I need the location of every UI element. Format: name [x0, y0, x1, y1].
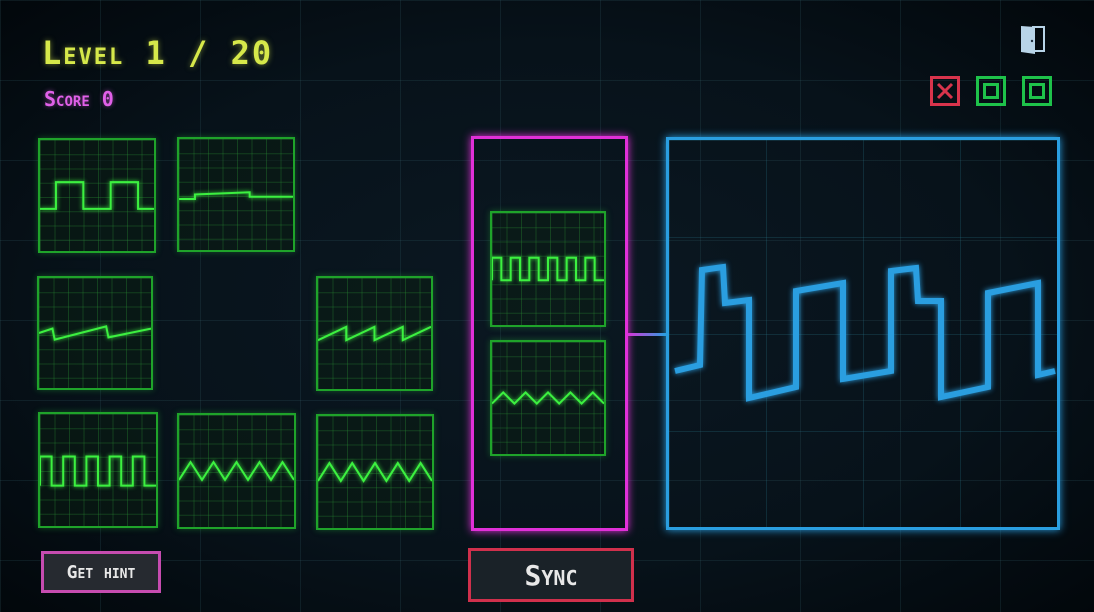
waveform-card[interactable] [37, 276, 153, 390]
output-waveform [674, 263, 1056, 402]
waveform-sawtooth-slow [39, 278, 151, 388]
selected-waveform-card[interactable] [490, 211, 606, 327]
connector-line [626, 333, 666, 336]
waveform-card[interactable] [316, 414, 434, 530]
waveform-card[interactable] [38, 138, 156, 253]
waveform-card[interactable] [38, 412, 158, 528]
waveform-sawtooth [318, 278, 431, 389]
output-waveform-panel [666, 137, 1060, 530]
slot-button-2[interactable] [1022, 76, 1052, 106]
waveform-triangle [179, 415, 294, 527]
selected-waveform-card[interactable] [490, 340, 606, 456]
level-label: Level 1 / 20 [42, 34, 274, 72]
slot-button-1[interactable] [976, 76, 1006, 106]
waveform-square [40, 140, 154, 251]
sync-button[interactable]: Sync [468, 548, 634, 602]
close-button[interactable] [930, 76, 960, 106]
waveform-triangle-small [492, 342, 604, 454]
close-x-icon [936, 82, 954, 100]
waveform-square-fast-sel [492, 213, 604, 325]
waveform-square-fast [40, 414, 156, 526]
square-icon [1029, 83, 1045, 99]
waveform-card[interactable] [177, 137, 295, 252]
score-label: Score 0 [44, 87, 114, 111]
waveform-card[interactable] [177, 413, 296, 529]
door-exit-icon [1021, 26, 1045, 54]
selected-waves-panel[interactable] [471, 136, 628, 531]
exit-button[interactable] [1019, 24, 1047, 56]
waveform-triangle [318, 416, 432, 528]
square-icon [983, 83, 999, 99]
waveform-card[interactable] [316, 276, 433, 391]
get-hint-button[interactable]: Get hint [41, 551, 161, 593]
waveform-flat-step [179, 139, 293, 250]
